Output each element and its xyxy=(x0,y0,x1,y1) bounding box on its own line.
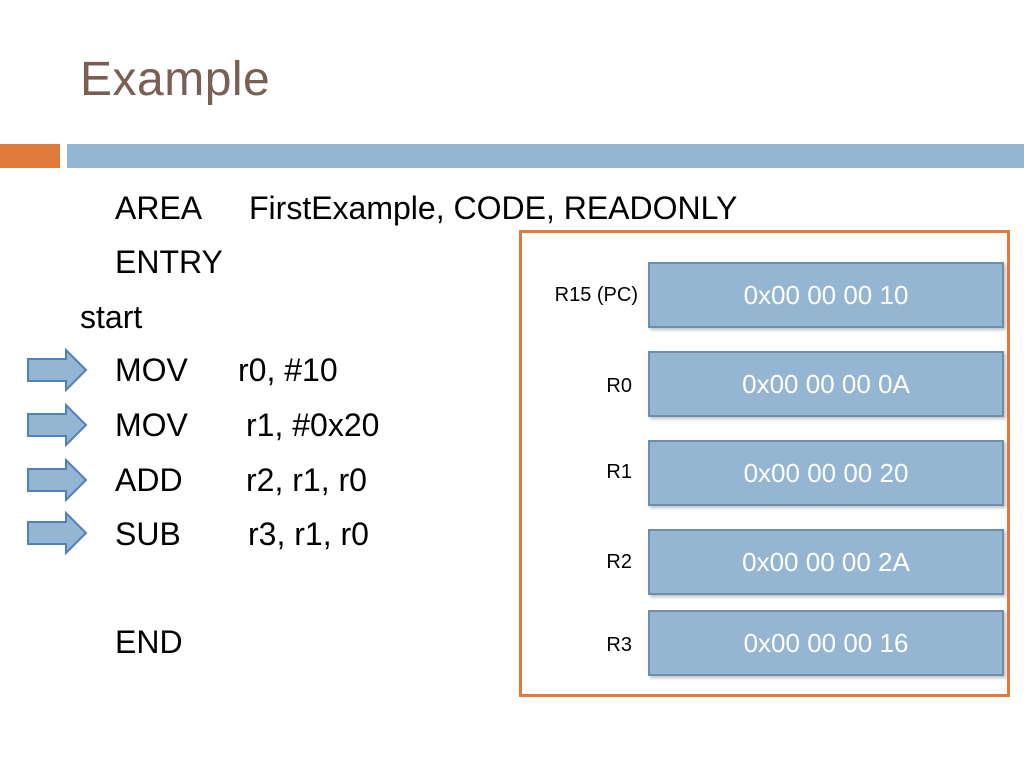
register-value-pc: 0x00 00 00 10 xyxy=(648,262,1004,328)
right-arrow-icon xyxy=(27,458,88,502)
register-panel xyxy=(519,230,1010,697)
register-value-r2: 0x00 00 00 2A xyxy=(648,529,1004,595)
register-label-pc: R15 (PC) xyxy=(554,284,638,306)
code-args-add: r2, r1, r0 xyxy=(246,462,367,498)
slide-title: Example xyxy=(80,53,271,106)
register-label-r1: R1 xyxy=(606,461,632,483)
title-accent-orange-bar xyxy=(0,144,60,168)
code-args-area: FirstExample, CODE, READONLY xyxy=(249,190,738,226)
title-accent-blue-bar xyxy=(67,144,1024,168)
code-op-sub: SUB xyxy=(115,516,181,552)
code-args-mov-r1: r1, #0x20 xyxy=(246,407,380,443)
code-op-mov-r1: MOV xyxy=(115,407,188,443)
register-value-r3: 0x00 00 00 16 xyxy=(648,610,1004,676)
code-op-mov-r0: MOV xyxy=(115,352,188,388)
register-value-r0: 0x00 00 00 0A xyxy=(648,351,1004,417)
right-arrow-icon xyxy=(27,348,88,392)
register-label-r2: R2 xyxy=(606,551,632,573)
right-arrow-icon xyxy=(27,511,88,555)
code-op-area: AREA xyxy=(115,190,203,226)
code-op-end: END xyxy=(115,624,183,660)
code-op-entry: ENTRY xyxy=(115,244,223,280)
code-args-sub: r3, r1, r0 xyxy=(248,516,369,552)
code-args-mov-r0: r0, #10 xyxy=(238,352,338,388)
right-arrow-icon xyxy=(27,403,88,447)
register-label-r0: R0 xyxy=(606,375,632,397)
code-op-add: ADD xyxy=(115,462,183,498)
register-value-r1: 0x00 00 00 20 xyxy=(648,440,1004,506)
register-label-r3: R3 xyxy=(606,634,632,656)
code-label-start: start xyxy=(80,299,143,335)
